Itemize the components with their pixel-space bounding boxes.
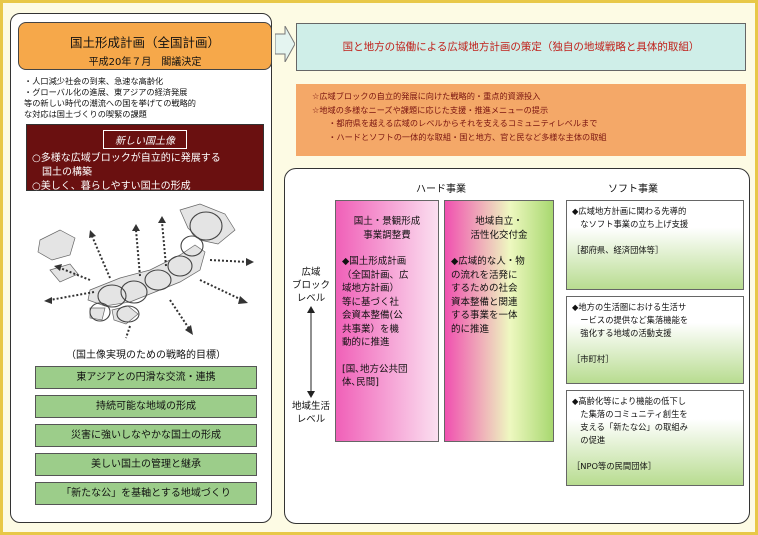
body-line: するための社会 (451, 283, 518, 294)
bullet-line: な対応は国土づくりの喫緊の課題 (24, 109, 147, 119)
body-line: ◆広域的な人・物 (451, 256, 525, 267)
body-line: 的に推進 (451, 323, 490, 335)
vision-item: ○美しく、暮らしやすい国土の形成 (32, 181, 191, 192)
soft-project-box: ◆高齢化等により機能の低下し た集落のコミュニティ創生を 支える「新たな公」の取… (566, 390, 744, 486)
support-line: ☆地域の多様なニーズや課題に応じた支援・推進メニューの提示 (312, 104, 549, 115)
body-line: する事業を一体 (451, 310, 518, 321)
soft-line: 支える「新たな公」の取組み (572, 422, 688, 432)
support-line: ☆広域ブロックの自立的発展に向けた戦略的・重点的資源投入 (312, 91, 541, 101)
soft-line (572, 340, 738, 353)
body-line: 会資本整備(公 (342, 310, 403, 321)
soft-line: ービスの提供など集落機能を (572, 315, 689, 325)
goal-item: 災害に強いしなやかな国土の形成 (35, 424, 257, 447)
support-line: ・ハードとソフトの一体的な取組・国と地方、官と民など多様な主体の取組 (320, 131, 607, 142)
soft-line: ◆広域地方計画に関わる先導的 (572, 206, 687, 216)
body-line: の流れを活発に (451, 269, 518, 281)
soft-line (572, 231, 738, 244)
landscape-adjustment-fund-column: 国土・景観形成 事業調整費 ◆国土形成計画 （全国計画、広 域地方計画） 等に基… (335, 200, 439, 442)
column-body: ◆広域的な人・物 の流れを活発に するための社会 資本整備と関連 する事業を一体… (445, 255, 553, 336)
body-line: 共事業）を機 (342, 323, 400, 335)
bullet-line: ・人口減少社会の到来、急速な高齢化 (24, 76, 164, 86)
new-national-vision-box: 新しい国土像 ○多様な広域ブロックが自立的に発展する 国土の構築 ○美しく、暮ら… (26, 124, 264, 192)
heading-line: 活性化交付金 (470, 230, 528, 241)
vision-item: 国土の構築 (32, 167, 92, 178)
soft-projects-title: ソフト事業 (608, 184, 658, 195)
regional-plan-box: 国と地方の協働による広域地方計画の策定（独自の地域戦略と具体的取組） (296, 23, 746, 71)
soft-project-box: ◆地方の生活圏における生活サ ービスの提供など集落機能を 強化する地域の活動支援… (566, 296, 744, 384)
scale-text: ブロック (291, 280, 330, 291)
heading-line: 地域自立・ (475, 216, 523, 227)
goal-item: 「新たな公」を基軸とする地域づくり (35, 482, 257, 505)
scale-text: レベル (296, 414, 326, 425)
body-line: [国､地方公共団 (342, 363, 408, 375)
scale-text: 地域生活 (291, 401, 330, 412)
goal-item: 美しい国土の管理と継承 (35, 453, 257, 476)
regional-grant-column: 地域自立・ 活性化交付金 ◆広域的な人・物 の流れを活発に するための社会 資本… (444, 200, 554, 442)
vision-header: 新しい国土像 (103, 130, 187, 149)
right-arrow-icon (275, 26, 295, 62)
soft-line: ◆高齢化等により機能の低下し (572, 396, 687, 406)
body-line: 資本整備と関連 (451, 296, 518, 308)
column-heading: 国土・景観形成 事業調整費 (336, 215, 438, 243)
plan-title: 国土形成計画（全国計画） (69, 35, 220, 50)
soft-line: た集落のコミュニティ創生を (572, 409, 688, 419)
scale-text: 広域 (301, 267, 321, 278)
plan-date: 平成20年７月 閣議決定 (88, 57, 202, 68)
soft-line: なソフト事業の立ち上げ支援 (572, 219, 689, 229)
body-line (342, 350, 432, 363)
background-bullets: ・人口減少社会の到来、急速な高齢化 ・グローバル化の進展、東アジアの経済発展 等… (24, 76, 264, 120)
vision-item: ○多様な広域ブロックが自立的に発展する (32, 153, 221, 164)
body-line: 体､民間] (342, 377, 379, 388)
soft-line: ［都府県、経済団体等］ (572, 245, 664, 255)
soft-project-box: ◆広域地方計画に関わる先導的 なソフト事業の立ち上げ支援 ［都府県、経済団体等］ (566, 200, 744, 290)
support-menu-box: ☆広域ブロックの自立的発展に向けた戦略的・重点的資源投入 ☆地域の多様なニーズや… (296, 84, 746, 156)
column-body: ◆国土形成計画 （全国計画、広 域地方計画） 等に基づく社 会資本整備(公 共事… (336, 255, 438, 390)
soft-line: ［NPO等の民間団体］ (572, 461, 657, 471)
goals-title: （国土像実現のための戦略的目標） (66, 350, 226, 361)
body-line: 動的に推進 (342, 337, 390, 348)
body-line: 等に基づく社 (342, 296, 400, 308)
body-line: ◆国土形成計画 (342, 256, 407, 267)
national-plan-box: 国土形成計画（全国計画） 平成20年７月 閣議決定 (18, 22, 272, 70)
soft-line: ［市町村］ (572, 354, 614, 364)
goal-item: 東アジアとの円滑な交流・連携 (35, 366, 257, 389)
soft-line: ◆地方の生活圏における生活サ (572, 302, 687, 312)
scale-top-label: 広域 ブロック レベル (288, 266, 334, 305)
japan-map-illustration (37, 203, 254, 339)
scale-text: レベル (296, 293, 326, 304)
vertical-double-arrow-icon (307, 306, 315, 398)
heading-line: 国土・景観形成 (353, 216, 421, 227)
body-line: 域地方計画） (342, 283, 400, 294)
body-line: （全国計画、広 (342, 269, 409, 281)
soft-line: の促進 (572, 435, 606, 445)
soft-line: 強化する地域の活動支援 (572, 328, 672, 338)
goal-item: 持続可能な地域の形成 (35, 395, 257, 418)
heading-line: 事業調整費 (363, 230, 411, 241)
support-line: ・都府県を越える広域のレベルからそれを支えるコミュニティレベルまで (320, 118, 598, 128)
hard-projects-title: ハード事業 (416, 184, 466, 195)
bullet-line: 等の新しい時代の潮流への国を挙げての戦略的 (24, 98, 196, 108)
soft-line (572, 447, 738, 460)
scale-bottom-label: 地域生活 レベル (286, 400, 336, 426)
column-heading: 地域自立・ 活性化交付金 (445, 215, 553, 243)
bullet-line: ・グローバル化の進展、東アジアの経済発展 (24, 87, 188, 97)
